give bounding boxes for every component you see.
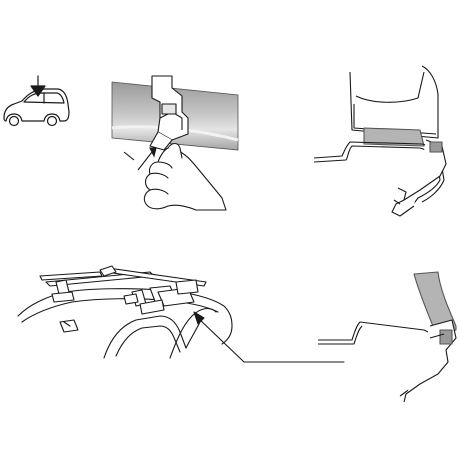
car-wheel-rear [46, 115, 58, 127]
clamp-hook [391, 139, 447, 217]
clamp-profile-bottom [318, 271, 457, 403]
roof-foot-left [51, 279, 75, 303]
pointer-arrow-icon [193, 311, 345, 363]
foot-pad [363, 127, 425, 147]
car-body [3, 88, 70, 122]
hand-clamp-detail [111, 75, 239, 211]
clamp-profile-top [313, 65, 447, 217]
push-arrow-icon [123, 147, 157, 171]
roof-foot-right [123, 279, 199, 315]
clamp-bracket [149, 75, 189, 151]
hand-icon [143, 142, 227, 211]
roof-bar-rear [39, 271, 103, 281]
car-wheel-front [8, 115, 20, 127]
roof-rack-on-car [17, 265, 345, 363]
car-side-icon [3, 75, 70, 127]
car-window [23, 92, 65, 104]
foot-column [413, 271, 457, 335]
door-handle [59, 319, 79, 333]
